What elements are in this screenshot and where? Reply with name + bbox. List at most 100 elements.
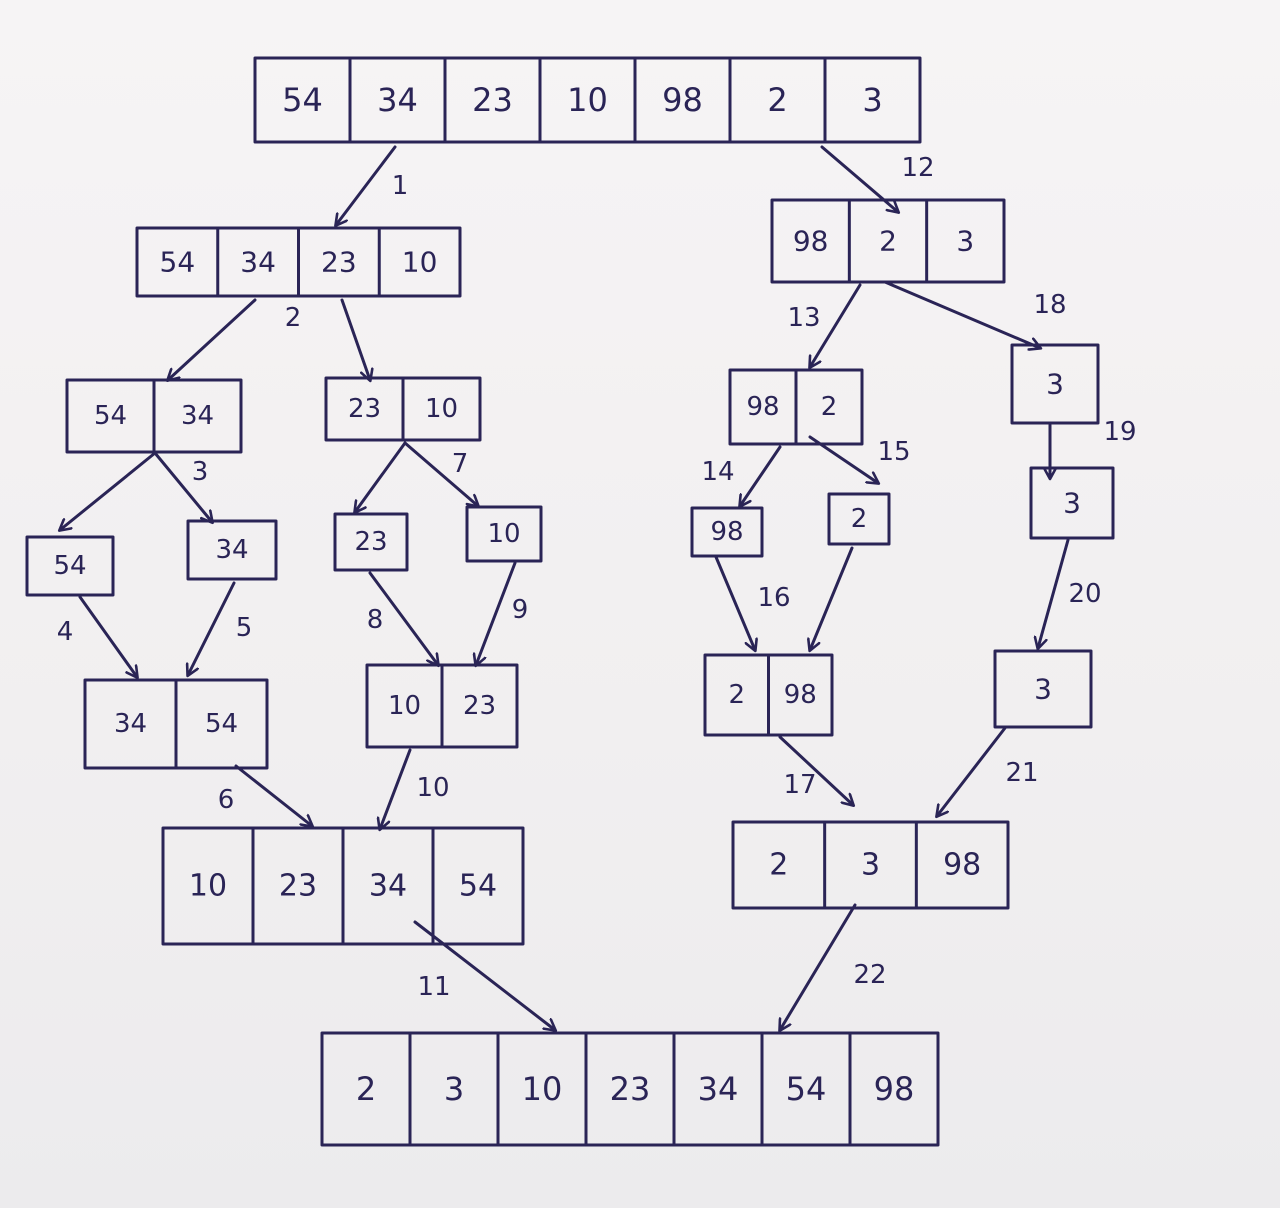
array-outline (1029, 466, 1115, 540)
array-cell-value: 10 (425, 394, 458, 424)
array-cell-value: 34 (377, 81, 418, 119)
array-outline (827, 492, 891, 546)
array-cell-value: 34 (698, 1070, 739, 1108)
array-r-98-2: 98 2 (728, 368, 864, 446)
array-cell-value: 3 (862, 81, 882, 119)
array-outline (333, 512, 409, 572)
array-leaf-34: 34 (186, 519, 278, 581)
arrow-step-22 (780, 903, 857, 1030)
arrow-step-10 (380, 748, 412, 829)
array-cell-value: 10 (189, 869, 227, 904)
array-cell-value: 10 (567, 81, 608, 119)
array-outline (770, 198, 1006, 284)
array-outline (320, 1031, 940, 1147)
arrow-step-13 (810, 283, 862, 367)
array-cell-value: 98 (746, 392, 779, 422)
array-cell-value: 3 (861, 848, 880, 883)
step-label-2: 2 (285, 303, 302, 333)
arrow-step-2b (340, 298, 370, 380)
array-cell-value: 10 (487, 519, 520, 549)
array-cell-value: 2 (879, 225, 897, 258)
array-cell-value: 23 (610, 1070, 651, 1108)
array-cell-value: 98 (874, 1070, 915, 1108)
array-cell-value: 2 (821, 392, 838, 422)
step-label-12: 12 (901, 153, 934, 183)
array-leaf-54: 54 (25, 535, 115, 597)
array-m-right: 2 3 98 (731, 820, 1010, 910)
step-label-15: 15 (877, 437, 910, 467)
array-cell-value: 98 (943, 848, 981, 883)
step-label-4: 4 (57, 617, 74, 647)
step-label-11: 11 (417, 972, 450, 1002)
step-label-9: 9 (512, 595, 529, 625)
array-cell-value: 3 (956, 225, 974, 258)
array-right-half: 98 2 3 (770, 198, 1006, 284)
arrow-step-20 (1038, 538, 1070, 648)
array-cell-value: 23 (472, 81, 513, 119)
array-cell-value: 2 (728, 680, 745, 710)
array-leaf-10: 10 (465, 505, 543, 563)
array-cell-value: 2 (769, 848, 788, 883)
step-label-18: 18 (1033, 290, 1066, 320)
array-l-54-34: 54 34 (65, 378, 243, 454)
arrow-step-3a (60, 451, 157, 530)
step-label-5: 5 (236, 613, 253, 643)
step-label-8: 8 (367, 605, 384, 635)
array-r-3-a: 3 (1010, 343, 1100, 425)
array-cell-value: 34 (369, 869, 407, 904)
array-cell-value: 2 (767, 81, 787, 119)
array-cell-value: 34 (215, 535, 248, 565)
array-m-2-98: 2 98 (703, 653, 834, 737)
arrow-step-4 (78, 595, 137, 677)
array-cell-value: 54 (786, 1070, 827, 1108)
array-cell-value: 98 (793, 225, 829, 258)
array-cell-value: 3 (1063, 487, 1081, 520)
array-outline (690, 506, 764, 558)
array-cell-value: 54 (282, 81, 323, 119)
array-cell-value: 10 (388, 691, 421, 721)
step-label-16: 16 (757, 583, 790, 613)
step-label-21: 21 (1005, 758, 1038, 788)
arrow-step-18 (883, 280, 1040, 348)
array-outline (1010, 343, 1100, 425)
array-cell-value: 54 (160, 246, 196, 279)
arrow-step-11 (413, 920, 555, 1030)
array-cell-value: 3 (1034, 673, 1052, 706)
array-cell-value: 23 (463, 691, 496, 721)
step-label-6: 6 (218, 785, 235, 815)
array-cell-value: 3 (444, 1070, 464, 1108)
array-cell-value: 54 (53, 551, 86, 581)
arrow-step-8 (368, 571, 438, 665)
array-cell-value: 54 (94, 401, 127, 431)
array-cell-value: 23 (321, 246, 357, 279)
array-outline (465, 505, 543, 563)
array-cell-value: 23 (279, 869, 317, 904)
array-r-3-b: 3 (1029, 466, 1115, 540)
arrow-step-5 (188, 581, 236, 675)
array-cell-value: 23 (348, 394, 381, 424)
array-cell-value: 10 (522, 1070, 563, 1108)
array-m-10-23: 10 23 (365, 663, 519, 749)
arrow-step-3b (153, 451, 212, 522)
array-cell-value: 2 (356, 1070, 376, 1108)
arrow-step-16a (714, 555, 755, 650)
arrow-step-7a (355, 441, 407, 512)
array-cell-value: 34 (181, 401, 214, 431)
array-cell-value: 34 (114, 709, 147, 739)
step-label-3: 3 (192, 457, 209, 487)
step-label-20: 20 (1068, 579, 1101, 609)
array-outline (25, 535, 115, 597)
array-cell-value: 98 (784, 680, 817, 710)
array-cell-value: 54 (205, 709, 238, 739)
array-outline (731, 820, 1010, 910)
arrow-step-6 (234, 764, 312, 826)
arrow-step-16b (810, 546, 854, 650)
step-label-13: 13 (787, 303, 820, 333)
arrow-step-2a (168, 298, 257, 380)
array-cell-value: 98 (710, 517, 743, 547)
